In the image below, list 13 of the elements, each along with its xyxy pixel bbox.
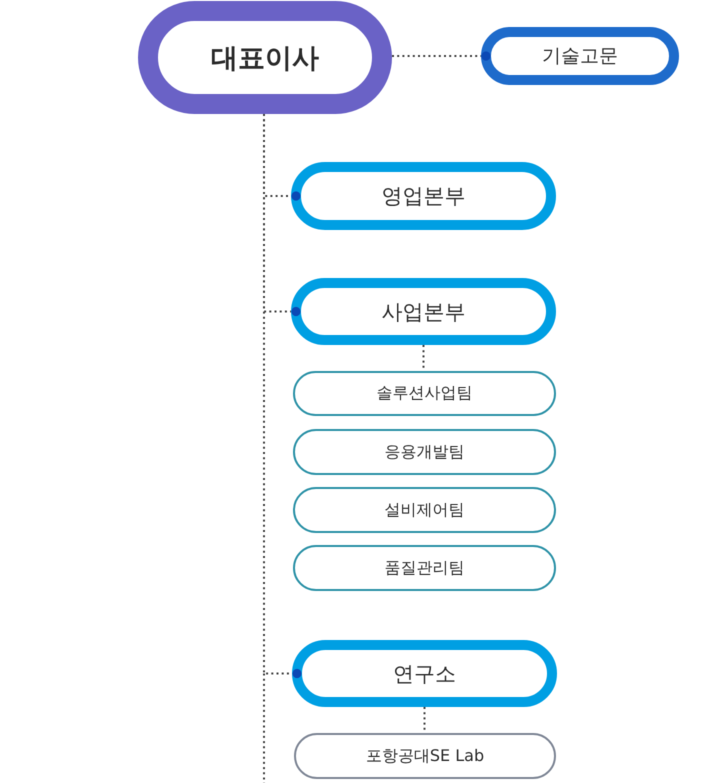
division-node: 사업본부 (291, 278, 556, 345)
advisor-node: 기술고문 (481, 27, 679, 85)
lab-node: 포항공대SE Lab (294, 733, 556, 779)
dotted-connector (424, 707, 426, 733)
executive-node: 대표이사 (138, 1, 392, 114)
team-node: 품질관리팀 (293, 545, 556, 591)
team-node: 솔루션사업팀 (293, 371, 556, 416)
division-node: 연구소 (292, 640, 557, 707)
dotted-connector (422, 345, 424, 371)
division-node: 영업본부 (291, 162, 556, 230)
team-node: 응용개발팀 (293, 429, 556, 475)
dotted-connector (392, 51, 491, 61)
team-node: 설비제어팀 (293, 487, 556, 533)
